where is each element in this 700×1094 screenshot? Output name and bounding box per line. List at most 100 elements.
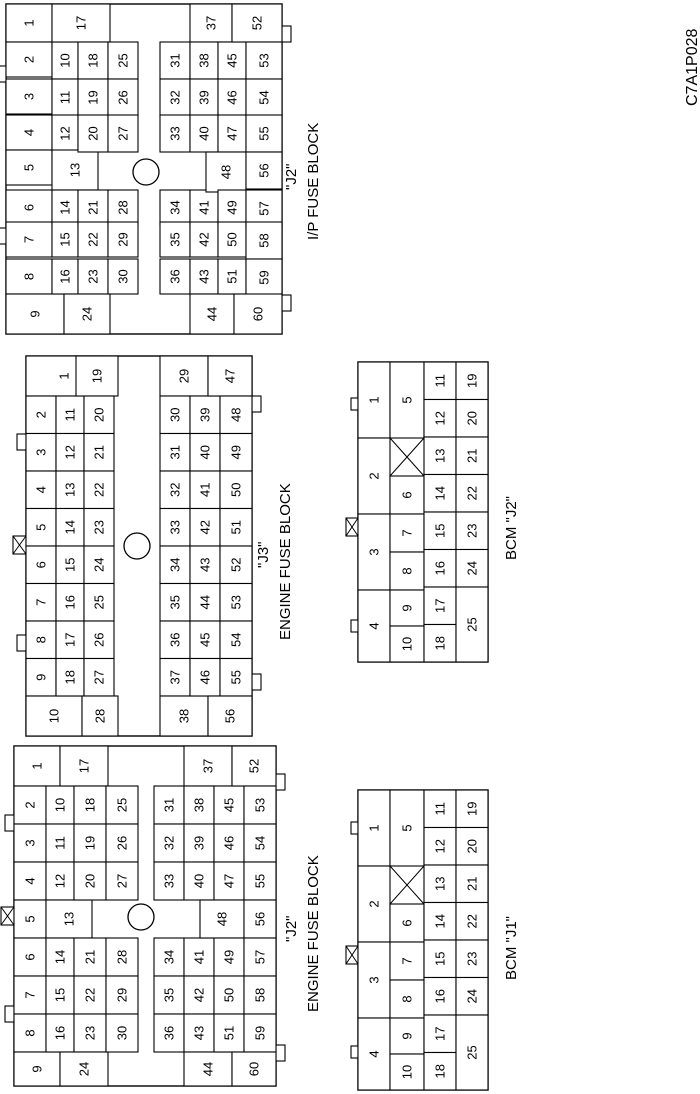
bcm-j1-pin-cell <box>455 826 489 866</box>
j3-fuse-label: 10 <box>47 709 62 723</box>
j2e-fuse-cell <box>183 823 215 863</box>
j3-fuse-label: 9 <box>34 674 49 681</box>
bcm-j2-pin-cell <box>389 513 425 553</box>
j3-fuse-label: 21 <box>92 445 107 459</box>
j3-fuse-label: 30 <box>168 408 183 422</box>
bcm-j2-pin-cell <box>455 436 489 476</box>
bcm-j1-pin-label: 23 <box>465 952 480 966</box>
ip-fuse-label: 56 <box>257 163 272 177</box>
j2e-fuse-cell <box>13 785 47 825</box>
bcm-j2-pin-label: 25 <box>465 617 480 631</box>
j3-fuse-label: 8 <box>34 636 49 643</box>
j2e-fuse-cell <box>183 975 215 1015</box>
j3-fuse-label: 34 <box>168 558 183 572</box>
j3-fuse-label: 2 <box>34 411 49 418</box>
j3-fuse-label: 47 <box>223 369 238 383</box>
ip-fuse-cell <box>245 151 283 190</box>
ip-fuse-cell <box>107 258 139 295</box>
ip-fuse-label: 17 <box>74 16 89 30</box>
j2e-fuse-label: 20 <box>83 874 98 888</box>
ip-fuse-label: 37 <box>204 16 219 30</box>
ip-fuse-label: 58 <box>257 233 272 247</box>
j2e-fuse-label: 6 <box>23 953 38 960</box>
ip-fuse-cell <box>245 41 283 80</box>
bcm-j2-pin-cell <box>357 361 391 439</box>
bcm-j2-pin-label: 4 <box>367 622 382 629</box>
j3-fuse-cell <box>55 507 85 547</box>
j2e-fuse-cell <box>73 937 107 977</box>
j3-fuse-cell <box>83 507 115 547</box>
j3-fuse-label: 32 <box>168 483 183 497</box>
ip-fuse-label: 3 <box>22 93 37 100</box>
j2e-fuse-label: 47 <box>222 874 237 888</box>
j2e-fuse-label: 2 <box>23 801 38 808</box>
ip-fuse-label: 7 <box>22 236 37 243</box>
bcm-j2-pin-label: 2 <box>367 472 382 479</box>
j2e-fuse-cell <box>213 861 245 901</box>
bcm-j2-pin-cell <box>423 361 457 401</box>
bcm-j1-pin-label: 13 <box>433 877 448 891</box>
j2e-fuse-label: 46 <box>222 836 237 850</box>
ip-fuse-label: 19 <box>86 90 101 104</box>
ip-fuse-label: 15 <box>58 232 73 246</box>
ip-fuse-label: 14 <box>58 200 73 214</box>
j3-fuse-cell <box>159 355 209 397</box>
bcm-j2-pin-label: 14 <box>433 486 448 500</box>
ip-fuse-cell <box>159 221 191 258</box>
j2e-fuse-cell <box>105 861 139 901</box>
ip-fuse-cell <box>159 114 191 153</box>
j3-block-name: ENGINE FUSE BLOCK <box>277 483 294 640</box>
j3-fuse-cell <box>75 355 119 397</box>
bcm-j1-pin-label: 7 <box>400 957 415 964</box>
j3-fuse-cell <box>189 582 221 622</box>
bcm-j2-pin-label: 22 <box>465 486 480 500</box>
bcm-j1-pin-label: 24 <box>465 989 480 1003</box>
j2e-fuse-cell <box>45 861 75 901</box>
bcm-j1-pin-label: 6 <box>400 919 415 926</box>
j2e-fuse-label: 53 <box>253 798 268 812</box>
j2e-fuse-label: 3 <box>23 839 38 846</box>
j3-fuse-label: 15 <box>63 558 78 572</box>
bcm-j1-pin-label: 16 <box>433 989 448 1003</box>
j3-fuse-label: 29 <box>177 369 192 383</box>
j2e-fuse-label: 49 <box>222 950 237 964</box>
j2e-fuse-label: 43 <box>192 1026 207 1040</box>
j3-fuse-cell <box>159 507 191 547</box>
j3-fuse-cell <box>219 545 253 585</box>
bcm-j1-pin-cell <box>455 864 489 904</box>
ip-fuse-label: 20 <box>86 126 101 140</box>
j3-fuse-label: 6 <box>34 561 49 568</box>
ip-fuse-label: 42 <box>197 232 212 246</box>
j3-fuse-label: 26 <box>92 633 107 647</box>
ip-fuse-cell <box>5 114 53 151</box>
bcm-j1-pin-label: 4 <box>367 1050 382 1057</box>
j3-fuse-label: 53 <box>229 595 244 609</box>
bcm-j1-pin-label: 10 <box>400 1065 415 1079</box>
ip-fuse-cell <box>77 189 109 226</box>
j3-fuse-cell <box>25 657 57 697</box>
bcm-j2-pin-cell <box>423 436 457 476</box>
ip-fuse-label: 54 <box>257 90 272 104</box>
j2e-fuse-label: 57 <box>253 950 268 964</box>
j2e-fuse-label: 60 <box>247 1062 262 1076</box>
bcm-j2-pin-label: 12 <box>433 411 448 425</box>
bcm-j1-pin-label: 20 <box>465 839 480 853</box>
j3-fuse-label: 36 <box>168 633 183 647</box>
j3-fuse-cell <box>219 620 253 660</box>
j3-block-id-label: "J3" <box>255 542 272 569</box>
j2e-fuse-label: 54 <box>253 836 268 850</box>
j2e-fuse-cell <box>73 1013 107 1053</box>
bcm-j1-pin-label: 11 <box>433 802 448 816</box>
j3-fuse-cell <box>83 620 115 660</box>
bcm-j1-pin-cell <box>423 826 457 866</box>
ip-fuse-label: 46 <box>225 90 240 104</box>
ip-fuse-label: 10 <box>58 53 73 67</box>
j2e-fuse-label: 55 <box>253 874 268 888</box>
ip-fuse-cell <box>77 114 109 153</box>
bcm-j2-pin-label: 21 <box>465 449 480 463</box>
empty-cavity-icon <box>389 437 425 477</box>
j2e-fuse-cell <box>243 785 277 825</box>
ip-fuse-label: 2 <box>22 56 37 63</box>
j3-fuse-cell <box>207 355 253 397</box>
bcm-j1-pin-label: 22 <box>465 914 480 928</box>
